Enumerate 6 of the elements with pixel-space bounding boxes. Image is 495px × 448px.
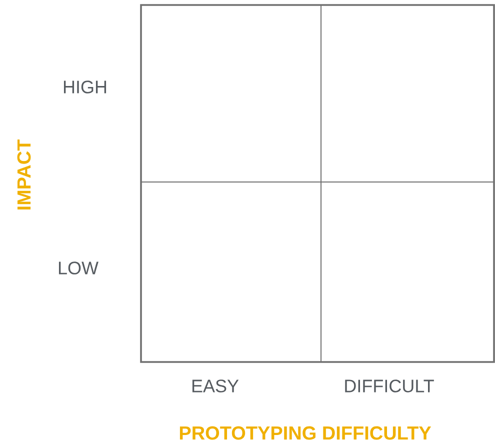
axis-label: EASY: [192, 380, 239, 392]
axis-title: IMPACT: [17, 140, 31, 210]
axis-label: HIGH: [64, 80, 106, 94]
axis-label: LOW: [58, 262, 98, 274]
axis-label: DIFFICULT: [345, 380, 434, 392]
axis-title: PROTOTYPING DIFFICULTY: [180, 426, 432, 440]
